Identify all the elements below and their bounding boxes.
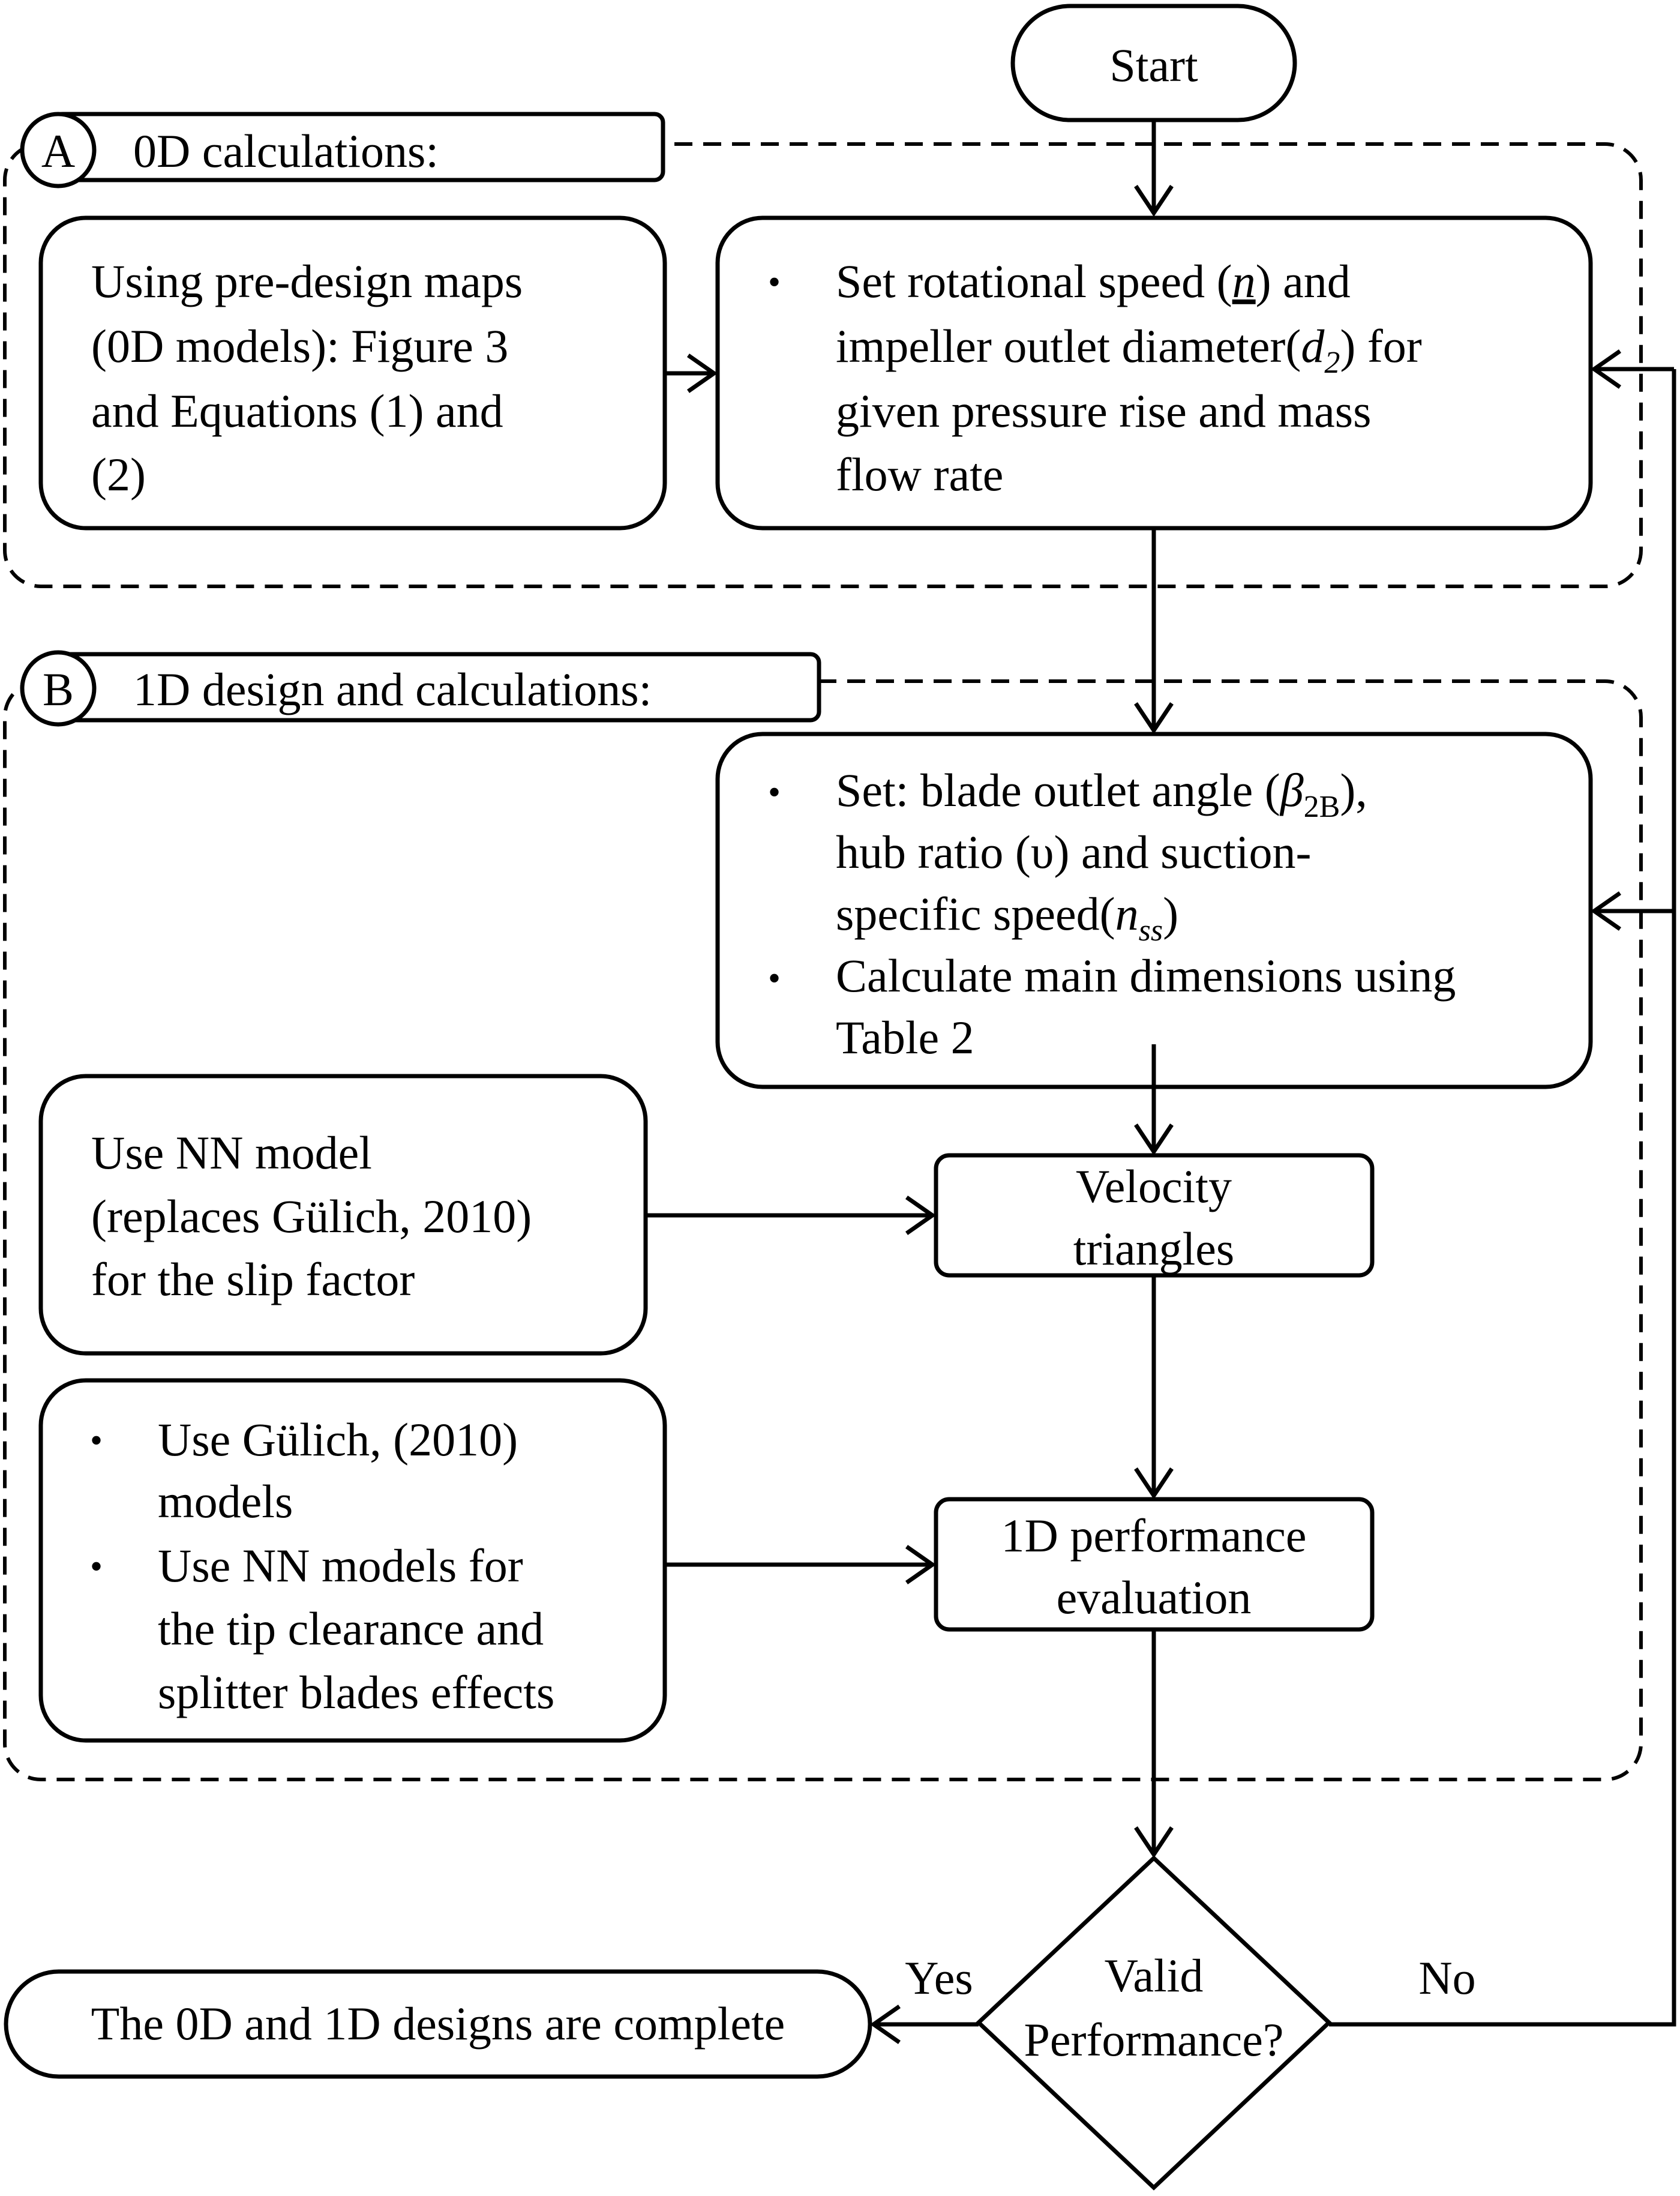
valid-performance-decision: Valid Performance? [975, 1855, 1333, 2191]
set-blade-line-2: hub ratio (υ) and suction- [836, 826, 1311, 878]
gulich-line-3: Use NN models for [158, 1539, 523, 1592]
set-blade-line-3: specific speed(nss) [836, 888, 1178, 948]
edge-decision-no [1329, 369, 1676, 2027]
arrowhead-decision-yes [869, 2005, 901, 2044]
arrowhead-no-to-speed [1590, 349, 1622, 389]
predesign-line-1: Using pre-design maps [91, 255, 523, 307]
arrowhead-speed-to-blade [1134, 702, 1174, 735]
gulich-models-box: • Use Gülich, (2010) models • Use NN mod… [38, 1378, 667, 1743]
arrowhead-start-to-speed [1134, 185, 1174, 217]
arrowhead-gulich-to-performance [905, 1545, 937, 1584]
section-a-container [3, 142, 1643, 588]
section-b-label: B 1D design and calculations: [20, 650, 821, 727]
performance-line-1: 1D performance [1001, 1509, 1307, 1562]
performance-evaluation-box: 1D performance evaluation [934, 1497, 1375, 1632]
connectors [646, 120, 1676, 2044]
section-a-label: A 0D calculations: [20, 112, 665, 188]
predesign-line-3: and Equations (1) and [91, 385, 503, 437]
gulich-line-2: models [158, 1475, 293, 1527]
no-label: No [1418, 1952, 1475, 2004]
complete-label: The 0D and 1D designs are complete [91, 1997, 785, 2050]
predesign-maps-box: Using pre-design maps (0D models): Figur… [38, 215, 667, 531]
set-blade-line-4: Calculate main dimensions using [836, 949, 1456, 1002]
arrowhead-predesign-to-speed [686, 353, 718, 393]
gulich-bullet-2: • [90, 1547, 103, 1586]
set-speed-line-4: flow rate [836, 448, 1003, 501]
section-b-letter: B [43, 663, 74, 715]
gulich-line-1: Use Gülich, (2010) [158, 1413, 518, 1466]
nn-slip-line-1: Use NN model [91, 1127, 372, 1179]
yes-label: Yes [905, 1952, 973, 2004]
gulich-line-4: the tip clearance and [158, 1602, 544, 1655]
set-speed-line-1: Set rotational speed (n) and [836, 255, 1351, 307]
gulich-bullet-1: • [90, 1421, 103, 1460]
arrowhead-nn-to-velocity [905, 1196, 937, 1235]
set-blade-line-1: Set: blade outlet angle (β2B), [836, 764, 1367, 824]
start-terminal: Start [1010, 4, 1297, 122]
nn-slip-line-3: for the slip factor [91, 1253, 415, 1305]
arrowhead-no-to-blade [1590, 891, 1622, 931]
set-speed-line-3: given pressure rise and mass [836, 385, 1371, 437]
predesign-line-2: (0D models): Figure 3 [91, 320, 508, 372]
set-blade-line-5: Table 2 [836, 1011, 974, 1063]
gulich-line-5: splitter blades effects [158, 1666, 554, 1718]
predesign-line-4: (2) [91, 448, 146, 501]
set-blade-bullet-1: • [768, 772, 781, 812]
arrowhead-blade-to-velocity [1134, 1124, 1174, 1156]
set-speed-bullet: • [768, 262, 781, 302]
set-speed-line-2: impeller outlet diameter(d2) for [836, 320, 1422, 380]
velocity-line-1: Velocity [1076, 1160, 1232, 1212]
performance-line-2: evaluation [1057, 1571, 1252, 1623]
decision-line-2: Performance? [1024, 2014, 1283, 2066]
set-blade-bullet-2: • [768, 958, 781, 998]
decision-line-1: Valid [1105, 1949, 1204, 2002]
start-label: Start [1109, 39, 1198, 91]
section-a-title: 0D calculations: [133, 125, 439, 177]
velocity-line-2: triangles [1073, 1223, 1235, 1275]
set-speed-box: • Set rotational speed (n) and impeller … [715, 215, 1593, 531]
section-b-container [3, 679, 1643, 1781]
nn-slip-line-2: (replaces Gülich, 2010) [91, 1190, 532, 1242]
set-blade-box: • Set: blade outlet angle (β2B), hub rat… [715, 732, 1593, 1089]
nn-slip-box: Use NN model (replaces Gülich, 2010) for… [38, 1074, 648, 1356]
section-a-letter: A [41, 125, 75, 177]
section-b-title: 1D design and calculations: [133, 663, 652, 715]
velocity-triangles-box: Velocity triangles [934, 1153, 1375, 1278]
arrowhead-velocity-to-performance [1134, 1467, 1174, 1500]
arrowhead-performance-to-decision [1134, 1826, 1174, 1859]
complete-terminal: The 0D and 1D designs are complete [4, 1969, 872, 2079]
